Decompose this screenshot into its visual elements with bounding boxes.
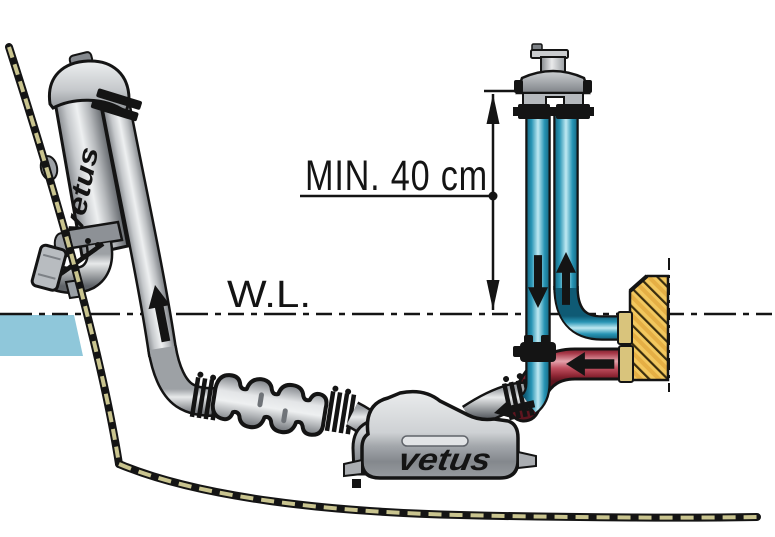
waterlock-brand-label: vetus <box>396 442 494 477</box>
vent-collar <box>515 69 591 95</box>
anti-siphon-air-vent <box>513 43 594 119</box>
dimension-junction-dot <box>488 191 498 201</box>
vent-bead-left <box>514 80 523 93</box>
dimension-arrow-down-icon <box>486 280 500 310</box>
gooseneck-hose-clamp <box>90 88 142 122</box>
waterlock-muffler: vetus <box>343 373 544 488</box>
waterlock-tab-right <box>517 450 537 470</box>
vent-bead-right <box>583 80 592 93</box>
sea-water <box>0 315 83 356</box>
skin-fitting-flange-blue <box>617 311 633 345</box>
gooseneck-assembly: vetus <box>30 51 215 417</box>
waterlock-slot <box>401 435 469 447</box>
waterlock-foot <box>352 479 361 488</box>
waterlock-tab-left <box>343 458 363 478</box>
bellows-hose <box>210 373 329 437</box>
waterline-label: W.L. <box>227 274 311 316</box>
transom-bevel <box>628 274 649 293</box>
transom <box>617 258 670 392</box>
dimension-arrow-up-icon <box>486 94 500 124</box>
transom-block <box>628 274 670 382</box>
ear-clamp <box>513 335 556 362</box>
dimension-min-height <box>300 89 529 310</box>
exhaust-hose <box>101 103 215 417</box>
outside-spout <box>30 243 68 292</box>
hull <box>5 43 761 522</box>
skin-fitting-flange-red <box>618 345 634 383</box>
min-height-label: MIN. 40 cm <box>305 152 488 200</box>
hull-outlet-skin-fitting <box>30 220 124 300</box>
vent-hose-clamps <box>513 104 594 119</box>
